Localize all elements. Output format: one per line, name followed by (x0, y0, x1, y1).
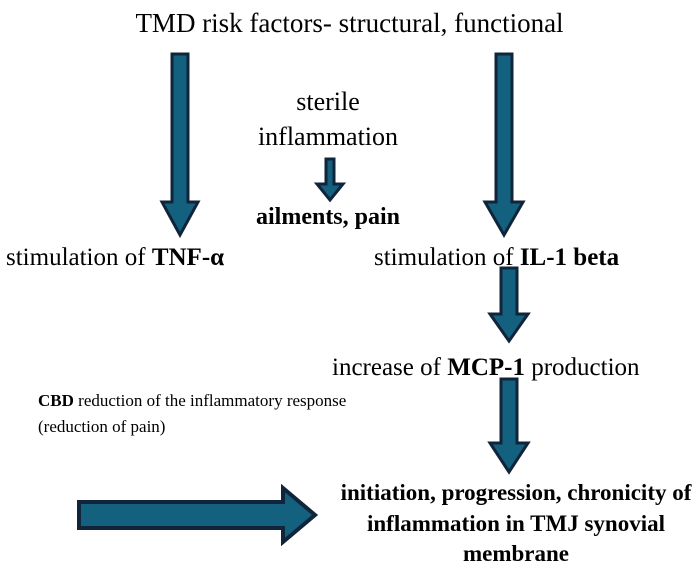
node-tnf-prefix: stimulation of (6, 244, 152, 271)
arrow-down-sterile-to-ailments (313, 157, 347, 203)
node-mcp-prefix: increase of (332, 354, 448, 381)
page-title: TMD risk factors- structural, functional (135, 8, 564, 38)
node-tnf-emphasis: TNF-α (151, 244, 225, 271)
arrow-down-il1-to-mcp (487, 266, 531, 344)
node-mcp-suffix: production (524, 354, 640, 381)
node-il1-beta: stimulation of IL-1 beta (374, 243, 619, 273)
node-cbd-note: CBD reduction of the inflammatory respon… (38, 388, 368, 441)
arrow-down-right-main (482, 52, 526, 239)
node-il1-emphasis: IL-1 beta (519, 244, 620, 271)
arrow-down-mcp-to-outcome (487, 377, 531, 475)
node-mcp1: increase of MCP-1 production (332, 353, 640, 383)
node-tnf-alpha: stimulation of TNF-α (6, 243, 224, 273)
node-il1-prefix: stimulation of (374, 244, 520, 271)
arrow-down-left-main (159, 52, 201, 239)
node-sterile-inflammation: sterile inflammation (257, 87, 399, 152)
node-ailments-pain: ailments, pain (255, 204, 401, 230)
node-mcp-emphasis: MCP-1 (447, 354, 525, 381)
node-outcome: initiation, progression, chronicity of i… (340, 480, 692, 567)
node-cbd-body: reduction of the inflammatory response (… (38, 391, 347, 437)
arrow-right-cbd-to-outcome (77, 483, 319, 547)
node-cbd-emphasis: CBD (38, 391, 74, 410)
